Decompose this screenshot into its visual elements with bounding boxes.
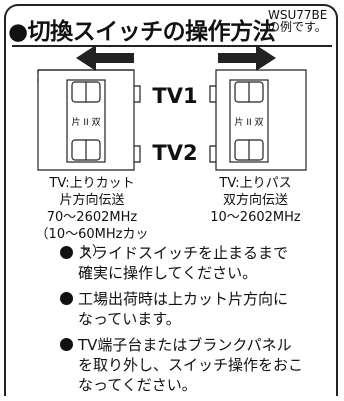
page-title: ●切換スイッチの操作方法 bbox=[8, 19, 276, 45]
tv1-label: TV1 bbox=[152, 84, 197, 108]
model-note: WSU77BE の例です。 bbox=[268, 9, 338, 33]
left-switch-caption: TV:上りカット 片方向伝送 70〜2602MHz （10〜60MHzカット） bbox=[32, 175, 152, 260]
left-switch-housing bbox=[37, 69, 141, 171]
instruction-item: スライドスイッチを止まるまで 確実に操作してください。 bbox=[60, 243, 332, 283]
title-divider bbox=[12, 45, 332, 47]
model-note-line2: の例です。 bbox=[268, 20, 327, 34]
bullet-dot-icon bbox=[60, 246, 73, 259]
left-caption-line1: TV:上りカット bbox=[49, 176, 135, 191]
bullet-dot-icon bbox=[60, 338, 73, 351]
left-caption-line2: 片方向伝送 bbox=[59, 193, 125, 208]
instruction-item: 工場出荷時は上カット片方向に なっています。 bbox=[60, 289, 332, 329]
right-caption-line1: TV:上りパス bbox=[219, 176, 292, 191]
left-arrow-icon bbox=[76, 45, 134, 71]
instruction-item: TV端子台またはブランクパネル を取り外し、スイッチ操作をおこ なってください。 bbox=[60, 335, 332, 395]
instruction-list: スライドスイッチを止まるまで 確実に操作してください。 工場出荷時は上カット片方… bbox=[60, 243, 332, 401]
tv2-label: TV2 bbox=[152, 141, 197, 165]
left-switch-text: 片 II 双 bbox=[71, 116, 100, 128]
right-switch-housing bbox=[209, 69, 307, 171]
right-caption-line3: 10〜2602MHz bbox=[210, 210, 301, 225]
model-note-line1: WSU77BE bbox=[268, 8, 328, 22]
bullet-dot-icon bbox=[60, 292, 73, 305]
right-caption-line2: 双方向伝送 bbox=[222, 193, 288, 208]
instruction-frame bbox=[4, 4, 338, 396]
right-switch-text: 片 II 双 bbox=[234, 116, 263, 128]
left-caption-line3: 70〜2602MHz bbox=[46, 210, 138, 225]
right-arrow-icon bbox=[218, 45, 276, 71]
left-caption-line4: （10〜60MHzカット） bbox=[35, 227, 149, 259]
right-switch-caption: TV:上りパス 双方向伝送 10〜2602MHz bbox=[198, 175, 313, 226]
